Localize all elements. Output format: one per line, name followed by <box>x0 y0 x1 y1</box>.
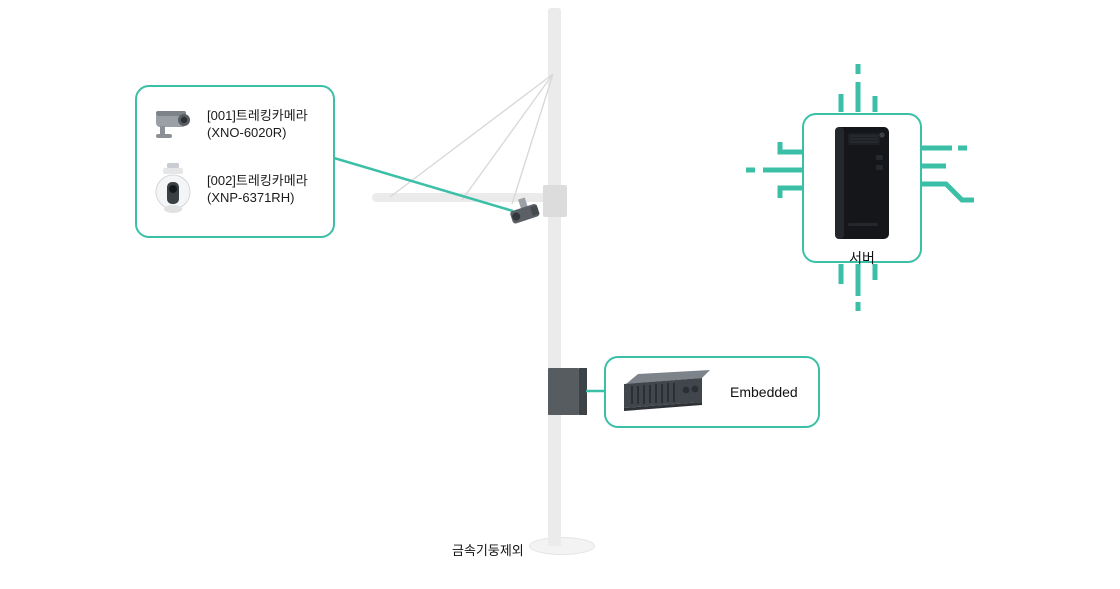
pole-base <box>529 537 595 555</box>
guy-wires <box>389 73 554 205</box>
camera-item-text: [001]트레킹카메라 (XNO-6020R) <box>207 108 308 142</box>
arm-bracket <box>543 185 567 217</box>
camera-callout: [001]트레킹카메라 (XNO-6020R) [002]트레킹카메라 (XNP… <box>135 85 335 238</box>
pole-caption: 금속기둥제외 <box>452 543 524 558</box>
camera-item-label: [001]트레킹카메라 <box>207 108 308 124</box>
junction-box-side <box>579 368 587 415</box>
bullet-camera-icon <box>147 105 199 145</box>
server-tower-image <box>832 125 892 246</box>
camera-list-item: [001]트레킹카메라 (XNO-6020R) <box>147 105 323 145</box>
pole-arm <box>372 193 550 202</box>
pole <box>548 8 561 546</box>
ptz-camera-icon <box>147 162 199 218</box>
camera-connector-line <box>333 156 514 213</box>
camera-item-text: [002]트레킹카메라 (XNP-6371RH) <box>207 173 308 207</box>
camera-item-label: [002]트레킹카메라 <box>207 172 308 188</box>
embedded-label: Embedded <box>730 384 798 400</box>
camera-item-model: (XNO-6020R) <box>207 125 287 141</box>
server-label: 서버 <box>849 250 875 266</box>
embedded-callout: Embedded <box>604 356 820 428</box>
camera-item-model: (XNP-6371RH) <box>207 189 295 205</box>
embedded-device-image <box>618 364 714 421</box>
server-callout: 서버 <box>802 113 922 266</box>
camera-list-item: [002]트레킹카메라 (XNP-6371RH) <box>147 162 323 218</box>
junction-box <box>548 368 579 415</box>
